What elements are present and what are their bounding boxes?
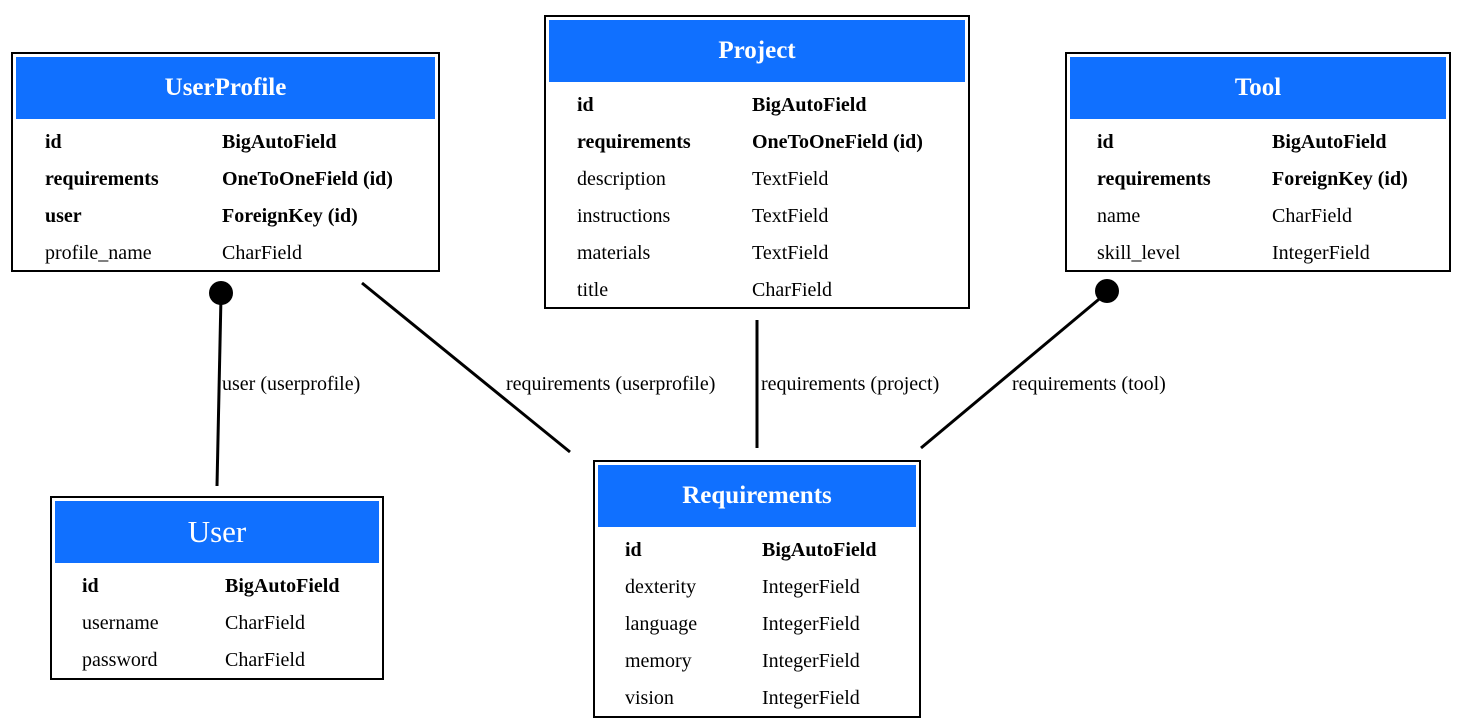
field-row: description TextField (546, 161, 968, 198)
edge-requirements-tool (920, 293, 1105, 450)
field-name: dexterity (625, 576, 697, 598)
field-type: CharField (1272, 205, 1352, 227)
field-row: skill_level IntegerField (1067, 235, 1449, 272)
field-type: TextField (752, 205, 829, 227)
field-row: requirements OneToOneField (id) (546, 124, 968, 161)
field-name: requirements (577, 131, 691, 153)
field-type: IntegerField (762, 613, 860, 635)
entity-project[interactable]: Project id BigAutoField requirements OneTo… (544, 15, 970, 309)
field-row: language IntegerField (595, 606, 919, 643)
field-type: CharField (752, 279, 832, 301)
field-row: profile_name CharField (13, 235, 438, 272)
field-type: OneToOneField (id) (222, 168, 393, 190)
field-name: skill_level (1097, 242, 1181, 264)
field-type: IntegerField (762, 650, 860, 672)
edge-requirements-userprofile (361, 281, 571, 454)
entity-userprofile[interactable]: UserProfile id BigAutoField requirements O… (11, 52, 440, 272)
edge-dot-tool (1095, 279, 1119, 303)
field-type: BigAutoField (222, 131, 337, 153)
field-row: title CharField (546, 272, 968, 309)
field-type: BigAutoField (225, 575, 340, 597)
field-row: name CharField (1067, 198, 1449, 235)
field-name: profile_name (45, 242, 152, 264)
field-type: IntegerField (762, 687, 860, 709)
edge-label-requirements-userprofile: requirements (userprofile) (506, 373, 716, 395)
entity-title-tool: Tool (1070, 57, 1446, 119)
field-name: id (1097, 131, 1114, 153)
entity-title-requirements: Requirements (598, 465, 916, 527)
field-row: materials TextField (546, 235, 968, 272)
field-name: requirements (1097, 168, 1211, 190)
field-name: language (625, 613, 698, 635)
field-row: id BigAutoField (1067, 124, 1449, 161)
field-type: TextField (752, 168, 829, 190)
field-name: memory (625, 650, 692, 672)
field-row: id BigAutoField (595, 532, 919, 569)
edge-dot-userprofile (209, 281, 233, 305)
field-type: CharField (222, 242, 302, 264)
field-row: memory IntegerField (595, 643, 919, 680)
field-row: instructions TextField (546, 198, 968, 235)
field-name: title (577, 279, 609, 301)
edge-label-user-userprofile: user (userprofile) (222, 373, 361, 395)
field-name: instructions (577, 205, 671, 227)
field-row: username CharField (52, 605, 382, 642)
field-type: CharField (225, 612, 305, 634)
field-row: vision IntegerField (595, 680, 919, 717)
field-type: CharField (225, 649, 305, 671)
edge-user-userprofile (215, 295, 223, 487)
field-name: id (82, 575, 99, 597)
field-type: BigAutoField (752, 94, 867, 116)
field-name: user (45, 205, 82, 227)
entity-title-user: User (55, 501, 379, 563)
field-row: requirements ForeignKey (id) (1067, 161, 1449, 198)
field-type: TextField (752, 242, 829, 264)
entity-title-userprofile: UserProfile (16, 57, 435, 119)
edge-label-requirements-project: requirements (project) (761, 373, 940, 395)
field-name: vision (625, 687, 674, 709)
field-name: name (1097, 205, 1141, 227)
field-row: password CharField (52, 642, 382, 679)
field-type: OneToOneField (id) (752, 131, 923, 153)
field-name: password (82, 649, 158, 671)
field-name: materials (577, 242, 651, 264)
field-type: BigAutoField (1272, 131, 1387, 153)
field-name: requirements (45, 168, 159, 190)
field-name: id (577, 94, 594, 116)
field-row: id BigAutoField (13, 124, 438, 161)
field-row: id BigAutoField (52, 568, 382, 605)
field-type: BigAutoField (762, 539, 877, 561)
field-type: IntegerField (762, 576, 860, 598)
field-row: id BigAutoField (546, 87, 968, 124)
field-type: IntegerField (1272, 242, 1370, 264)
entity-title-project: Project (549, 20, 965, 82)
field-row: dexterity IntegerField (595, 569, 919, 606)
field-name: description (577, 168, 666, 190)
field-name: id (625, 539, 642, 561)
field-name: id (45, 131, 62, 153)
field-row: requirements OneToOneField (id) (13, 161, 438, 198)
field-type: ForeignKey (id) (1272, 168, 1408, 190)
field-type: ForeignKey (id) (222, 205, 358, 227)
edge-label-requirements-tool: requirements (tool) (1012, 373, 1166, 395)
field-row: user ForeignKey (id) (13, 198, 438, 235)
entity-tool[interactable]: Tool id BigAutoField requirements ForeignK… (1065, 52, 1451, 272)
field-name: username (82, 612, 159, 634)
